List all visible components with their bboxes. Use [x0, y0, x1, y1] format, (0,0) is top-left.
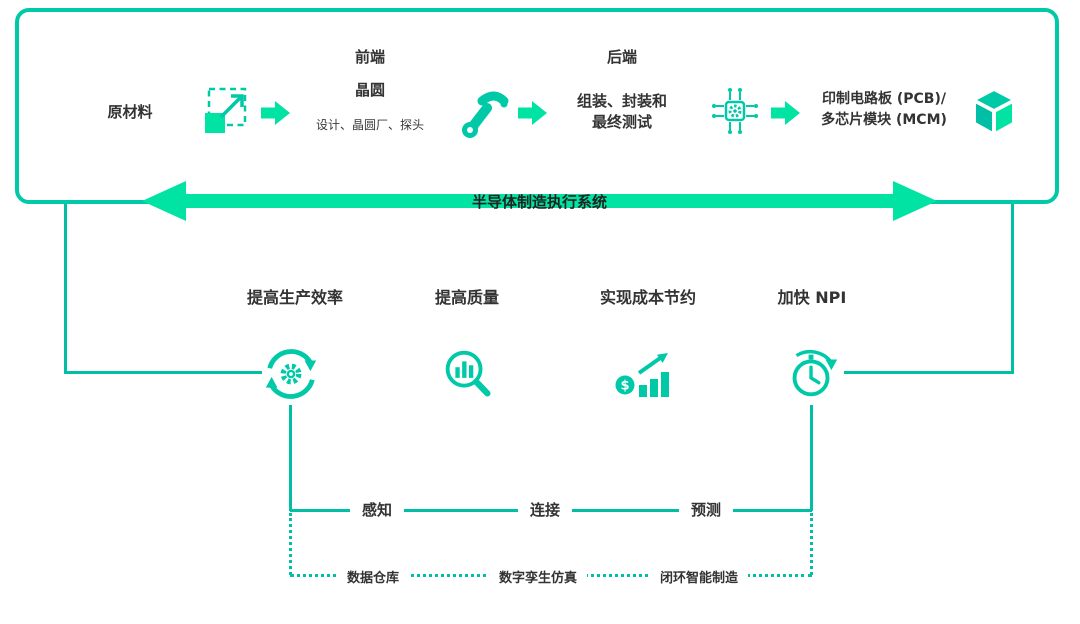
flow-arrow-icon	[261, 101, 290, 125]
back-end-block: 后端 组装、封装和 最终测试	[554, 46, 690, 133]
benefit-label-npi: 加快 NPI	[777, 288, 847, 307]
front-end-subtitle: 晶圆	[354, 81, 385, 99]
capability-label-predict: 预测	[678, 498, 734, 521]
benefit4-drop-line	[810, 405, 813, 511]
right-connector-vertical	[1011, 204, 1014, 374]
magnifier-bars-icon	[445, 350, 491, 397]
foundation-label-warehouse: 数据仓库	[336, 566, 410, 587]
benefit-label-efficiency: 提高生产效率	[246, 288, 343, 307]
clock-cycle-icon	[792, 350, 838, 397]
flow-arrow-icon	[518, 101, 547, 125]
capability-label-sense: 感知	[349, 498, 405, 521]
double-arrow-icon	[142, 181, 937, 221]
foundation-label-digital-twin: 数字孪生仿真	[488, 566, 588, 587]
output-line1: 印制电路板 (PCB)/	[822, 91, 946, 107]
front-end-block: 前端 晶圆 设计、晶圆厂、探头	[299, 46, 441, 133]
left-connector-vertical	[64, 204, 67, 374]
chip-network-icon	[712, 88, 758, 134]
raw-material-label: 原材料	[107, 103, 153, 121]
robot-arm-icon	[462, 91, 509, 138]
back-end-line1: 组装、封装和	[576, 92, 667, 110]
benefit1-drop-line	[289, 405, 292, 511]
capability-label-connect: 连接	[517, 498, 573, 521]
benefit-label-quality: 提高质量	[434, 288, 499, 307]
cube-icon	[972, 88, 1016, 135]
left-connector-horizontal	[64, 371, 262, 374]
mes-banner: 半导体制造执行系统	[142, 181, 937, 221]
output-block: 印制电路板 (PCB)/ 多芯片模块 (MCM)	[800, 89, 968, 131]
front-end-title: 前端	[354, 48, 385, 66]
back-end-line2: 最终测试	[591, 113, 652, 131]
refresh-gear-icon	[265, 349, 317, 399]
back-end-title: 后端	[606, 48, 637, 66]
benefit-label-cost: 实现成本节约	[599, 288, 696, 307]
dollar-glyph: $	[620, 379, 629, 394]
flow-arrow-icon	[771, 101, 800, 125]
mes-banner-label: 半导体制造执行系统	[471, 192, 607, 211]
right-dotted-vertical	[810, 513, 813, 575]
foundation-label-closed-loop: 闭环智能制造	[649, 566, 749, 587]
left-dotted-vertical	[289, 513, 292, 575]
output-line2: 多芯片模块 (MCM)	[821, 112, 947, 128]
right-connector-horizontal	[844, 371, 1014, 374]
dollar-growth-icon: $	[615, 353, 669, 397]
expand-icon	[205, 87, 247, 133]
front-end-detail: 设计、晶圆厂、探头	[315, 118, 424, 132]
